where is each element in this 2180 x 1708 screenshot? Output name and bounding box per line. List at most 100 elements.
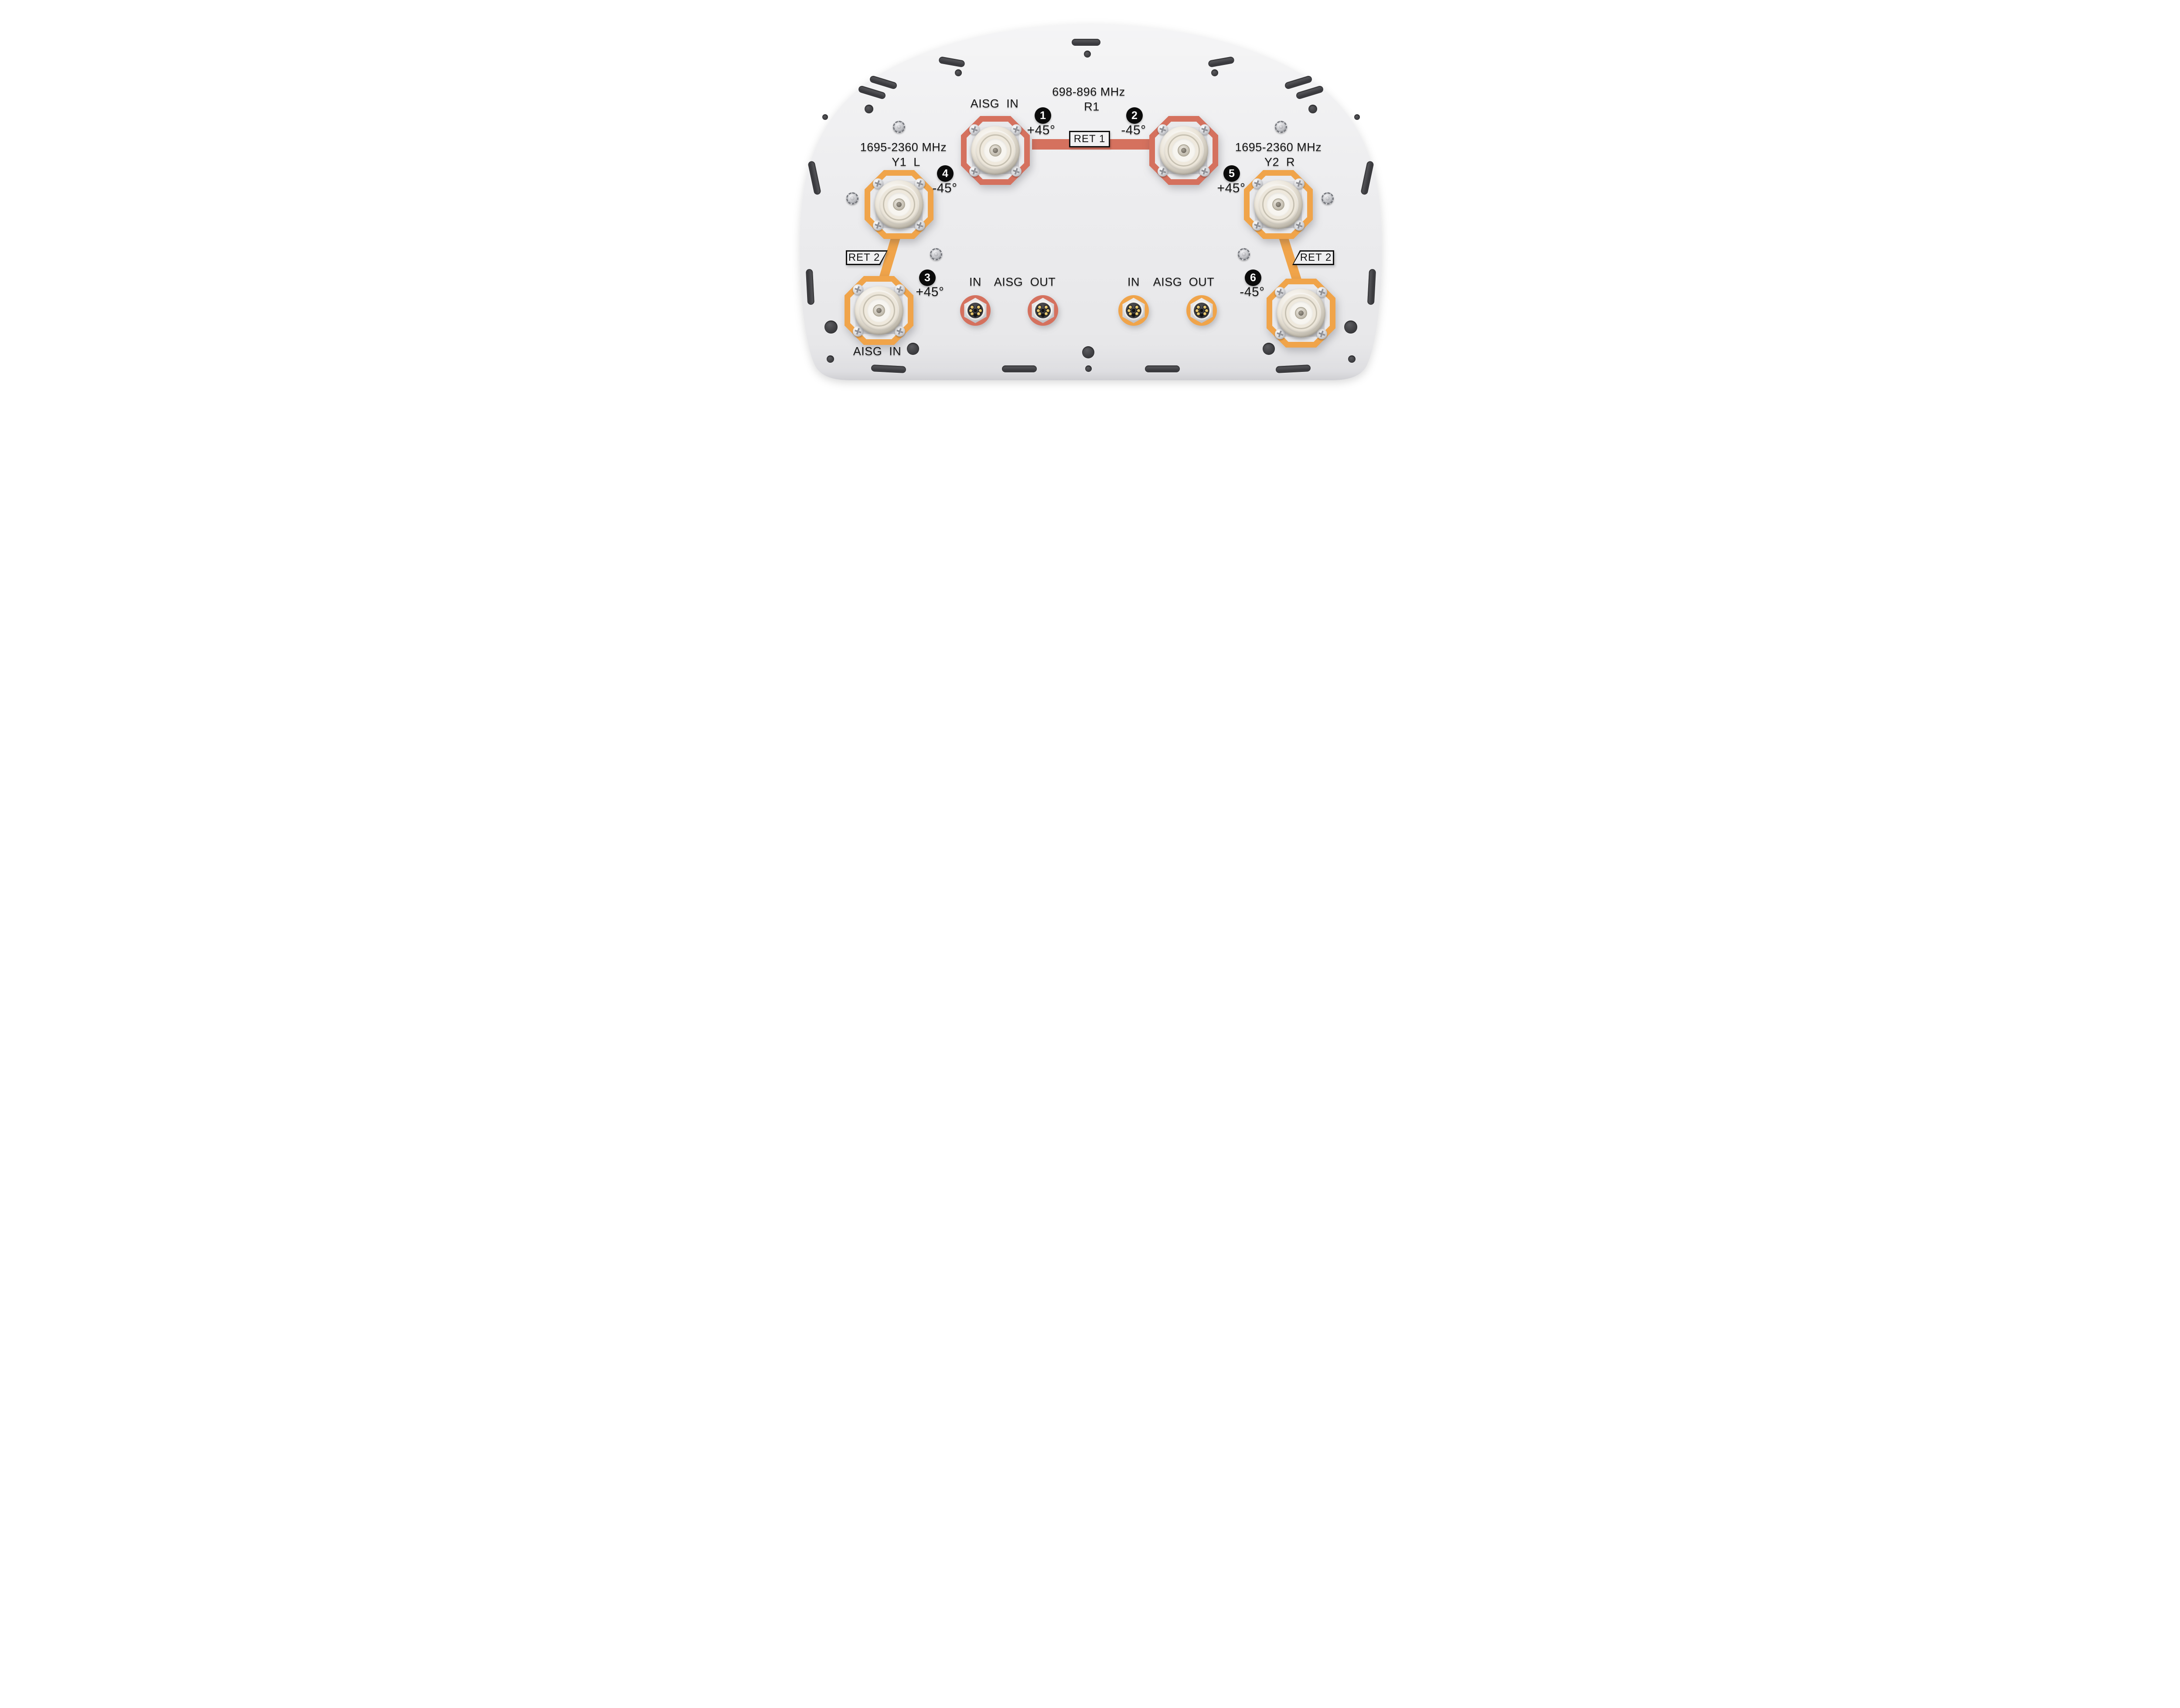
panel-screw-icon	[930, 248, 942, 260]
mounting-slot	[869, 75, 898, 90]
port-5-polarization: +45°	[1217, 181, 1246, 195]
aisg-keyhole	[974, 309, 977, 312]
screw-icon	[1294, 220, 1305, 231]
port-4-badge: 4	[937, 165, 954, 182]
ret2-right-plate-face	[1294, 252, 1333, 264]
mounting-slot	[805, 269, 815, 305]
y1-freq-label: 1695-2360 MHz	[860, 140, 947, 154]
aisg-right-bus-label: AISG	[1153, 275, 1182, 289]
aisg-pin	[1196, 312, 1200, 316]
panel-hole	[822, 114, 828, 120]
port-6-y2-aisg-in-connector-coax-interface	[1277, 289, 1325, 338]
aisg-pin	[1128, 305, 1132, 309]
aisg-pin	[1038, 312, 1041, 316]
screw-pin	[850, 196, 855, 201]
ret2-left-label-plate: RET 2	[846, 250, 888, 265]
panel-hole	[1211, 69, 1218, 76]
mounting-slot	[871, 364, 906, 374]
panel-hole	[1084, 51, 1091, 58]
ret2-right-label: RET 2	[1300, 252, 1332, 263]
aisg-left-bus-label: AISG	[994, 275, 1023, 289]
r1-aisg-in-label: AISG IN	[970, 97, 1019, 110]
aisg-pin	[970, 305, 974, 309]
aisg-left-in-connector	[960, 295, 991, 326]
port-4-polarization: -45°	[932, 181, 957, 195]
aisg-pin	[1128, 312, 1132, 316]
ret1-label-plate: RET 1	[1069, 131, 1110, 147]
port-5-y2-plus45-connector-coax-interface	[1254, 180, 1303, 229]
aisg-keyhole	[1041, 314, 1045, 317]
mounting-slot	[1145, 365, 1180, 372]
port-2-polarization: -45°	[1121, 123, 1146, 137]
port-5-y2-plus45-connector	[1244, 170, 1313, 239]
mounting-slot	[807, 160, 821, 195]
panel-hole	[1354, 114, 1360, 120]
mounting-slot	[1284, 75, 1313, 90]
port-2-badge: 2	[1126, 107, 1143, 124]
panel-hole	[865, 105, 873, 113]
port-4-y1-minus45-connector	[865, 170, 933, 239]
aisg-keyhole	[1041, 309, 1045, 312]
mounting-slot	[858, 85, 886, 100]
aisg-pin	[1137, 309, 1140, 312]
panel-hole	[1344, 320, 1357, 334]
screw-icon	[1317, 329, 1327, 339]
panel-hole	[1348, 355, 1356, 363]
y1-aisg-in-label: AISG IN	[853, 344, 902, 358]
aisg-pin	[977, 312, 981, 316]
aisg-left-in-label: IN	[969, 275, 981, 289]
panel-screw-icon	[846, 192, 858, 205]
panel-decor	[748, 0, 1432, 423]
mounting-slot	[1367, 269, 1376, 305]
r1-band-label: R1	[1084, 100, 1100, 113]
aisg-keyhole	[1132, 314, 1135, 317]
mounting-slot	[1208, 56, 1235, 68]
screw-icon	[895, 326, 905, 337]
panel-screw-icon	[893, 121, 905, 133]
mounting-slot	[1360, 160, 1374, 195]
aisg-pin	[969, 309, 972, 312]
aisg-left-out-label: OUT	[1030, 275, 1056, 289]
aisg-pin	[1135, 312, 1139, 316]
mounting-slot	[1072, 39, 1100, 46]
ret2-band-right	[1277, 232, 1303, 285]
port-6-y2-aisg-in-connector	[1267, 279, 1335, 348]
aisg-pin	[977, 305, 981, 309]
aisg-keyhole	[1200, 309, 1203, 312]
panel-hole	[824, 320, 838, 334]
aisg-pin	[1038, 305, 1041, 309]
panel-hole	[1085, 365, 1092, 372]
screw-pin	[897, 125, 901, 129]
screw-icon	[1011, 166, 1022, 177]
panel-hole	[955, 69, 962, 76]
aisg-pin	[1203, 305, 1207, 309]
port-4-y1-minus45-connector-coax-interface	[875, 180, 923, 229]
aisg-pin	[1127, 309, 1131, 312]
ret2-left-plate-face	[847, 252, 886, 264]
aisg-keyhole	[974, 314, 977, 317]
ret1-label: RET 1	[1073, 133, 1106, 145]
port-1-plus45-connector-coax-interface	[971, 126, 1020, 175]
aisg-pin	[1135, 305, 1139, 309]
panel-outline	[800, 24, 1382, 380]
panel-hole	[907, 343, 919, 355]
port-2-minus45-connector	[1149, 116, 1218, 185]
aisg-pin	[1046, 309, 1049, 312]
panel-screw-icon	[1322, 192, 1334, 205]
panel-hole	[826, 355, 834, 363]
r1-freq-label: 698-896 MHz	[1052, 85, 1125, 99]
mounting-slot	[1295, 85, 1324, 100]
aisg-keyhole	[1132, 309, 1135, 312]
port-1-plus45-connector	[961, 116, 1030, 185]
aisg-pin	[1045, 305, 1048, 309]
port-1-polarization: +45°	[1027, 123, 1056, 137]
aisg-right-in-connector	[1118, 295, 1149, 326]
aisg-pin	[1205, 309, 1208, 312]
aisg-right-in-label: IN	[1127, 275, 1140, 289]
port-3-y1-aisg-in-connector-coax-interface	[855, 286, 903, 335]
aisg-pin	[970, 312, 974, 316]
ret2-right-label-plate: RET 2	[1292, 250, 1334, 265]
aisg-right-out-label: OUT	[1189, 275, 1215, 289]
aisg-keyhole	[1200, 314, 1203, 317]
screw-pin	[1325, 196, 1330, 201]
